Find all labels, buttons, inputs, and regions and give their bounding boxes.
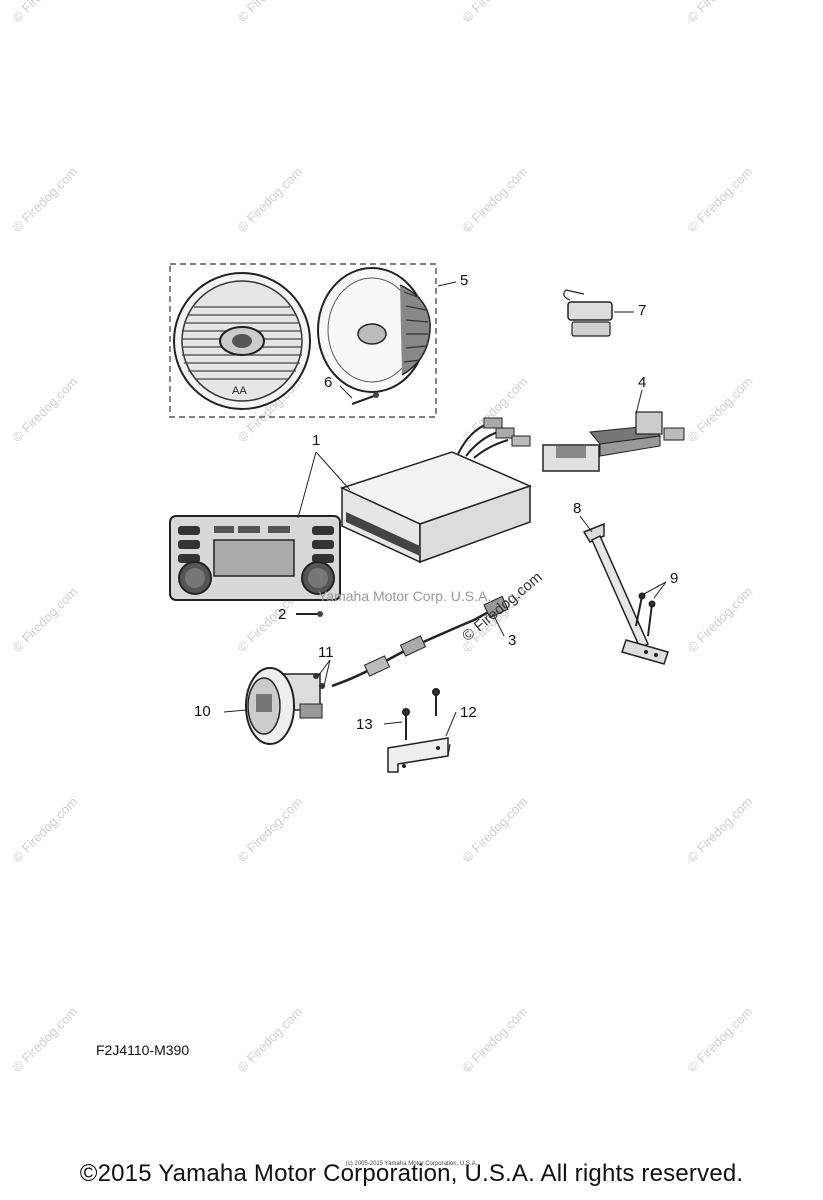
head-unit-chassis-1 xyxy=(339,417,533,564)
leader-lines xyxy=(223,281,667,737)
bracket-12 xyxy=(387,737,451,773)
screw-2 xyxy=(296,611,323,617)
callout-7[interactable]: 7 xyxy=(638,302,647,319)
copyright-footer: ©2015 Yamaha Motor Corporation, U.S.A. A… xyxy=(79,1160,744,1187)
screws-13 xyxy=(402,688,440,740)
svg-text:AA: AA xyxy=(232,385,247,397)
callout-3[interactable]: 3 xyxy=(508,632,517,649)
callout-12[interactable]: 12 xyxy=(460,704,477,721)
callout-8[interactable]: 8 xyxy=(573,500,582,517)
screws-9 xyxy=(635,592,656,637)
callout-6[interactable]: 6 xyxy=(324,374,333,391)
callout-2[interactable]: 2 xyxy=(278,606,287,623)
figure-code: F2J4110-M390 xyxy=(96,1042,190,1058)
callout-13[interactable]: 13 xyxy=(356,716,373,733)
wiring-harness-4 xyxy=(542,411,685,472)
speaker-group-box xyxy=(169,263,437,418)
bracket-8 xyxy=(582,522,669,665)
head-unit-faceplate xyxy=(169,515,341,601)
callout-1[interactable]: 1 xyxy=(312,432,321,449)
callout-10[interactable]: 10 xyxy=(194,703,211,720)
cable-3 xyxy=(331,595,509,688)
remote-display-10 xyxy=(245,667,323,745)
speaker-body xyxy=(317,267,431,393)
callout-9[interactable]: 9 xyxy=(670,570,679,587)
callout-4[interactable]: 4 xyxy=(638,374,647,391)
callout-5[interactable]: 5 xyxy=(460,272,469,289)
screws-11 xyxy=(313,673,325,689)
callout-11[interactable]: 11 xyxy=(318,644,334,661)
harness-connector-7 xyxy=(563,289,613,337)
speaker-grille: AA xyxy=(173,272,311,410)
screw-6 xyxy=(351,392,379,405)
yamaha-inline-watermark: Yamaha Motor Corp. U.S.A. xyxy=(318,588,492,604)
fine-print: (c) 2005-2015 Yamaha Motor Corporation, … xyxy=(345,1161,478,1167)
